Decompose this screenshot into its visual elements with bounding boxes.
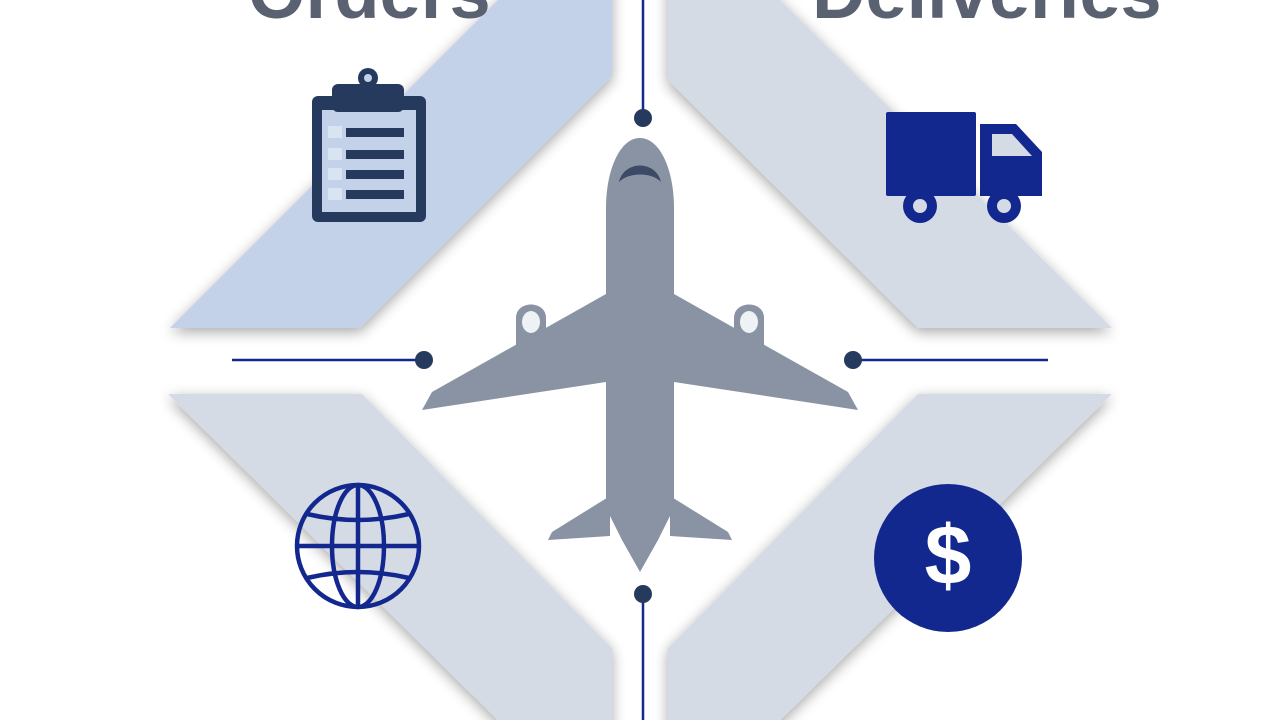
engine-intake-right xyxy=(740,311,758,333)
svg-text:$: $ xyxy=(925,508,972,602)
quadrant-label-orders: Orders xyxy=(248,0,491,30)
connector-bottom xyxy=(634,585,652,720)
quadrant-label-deliveries: Deliveries xyxy=(812,0,1162,30)
delivery-truck-icon xyxy=(886,112,1042,223)
panel-bottom-left xyxy=(168,394,612,720)
globe-icon xyxy=(294,482,422,610)
connector-top xyxy=(634,0,652,127)
clipboard-list-icon xyxy=(312,68,426,222)
dollar-coin-icon: $ xyxy=(874,484,1022,632)
engine-intake-left xyxy=(522,311,540,333)
connector-left xyxy=(232,351,433,369)
cockpit-window xyxy=(619,165,661,182)
connector-right xyxy=(844,351,1048,369)
